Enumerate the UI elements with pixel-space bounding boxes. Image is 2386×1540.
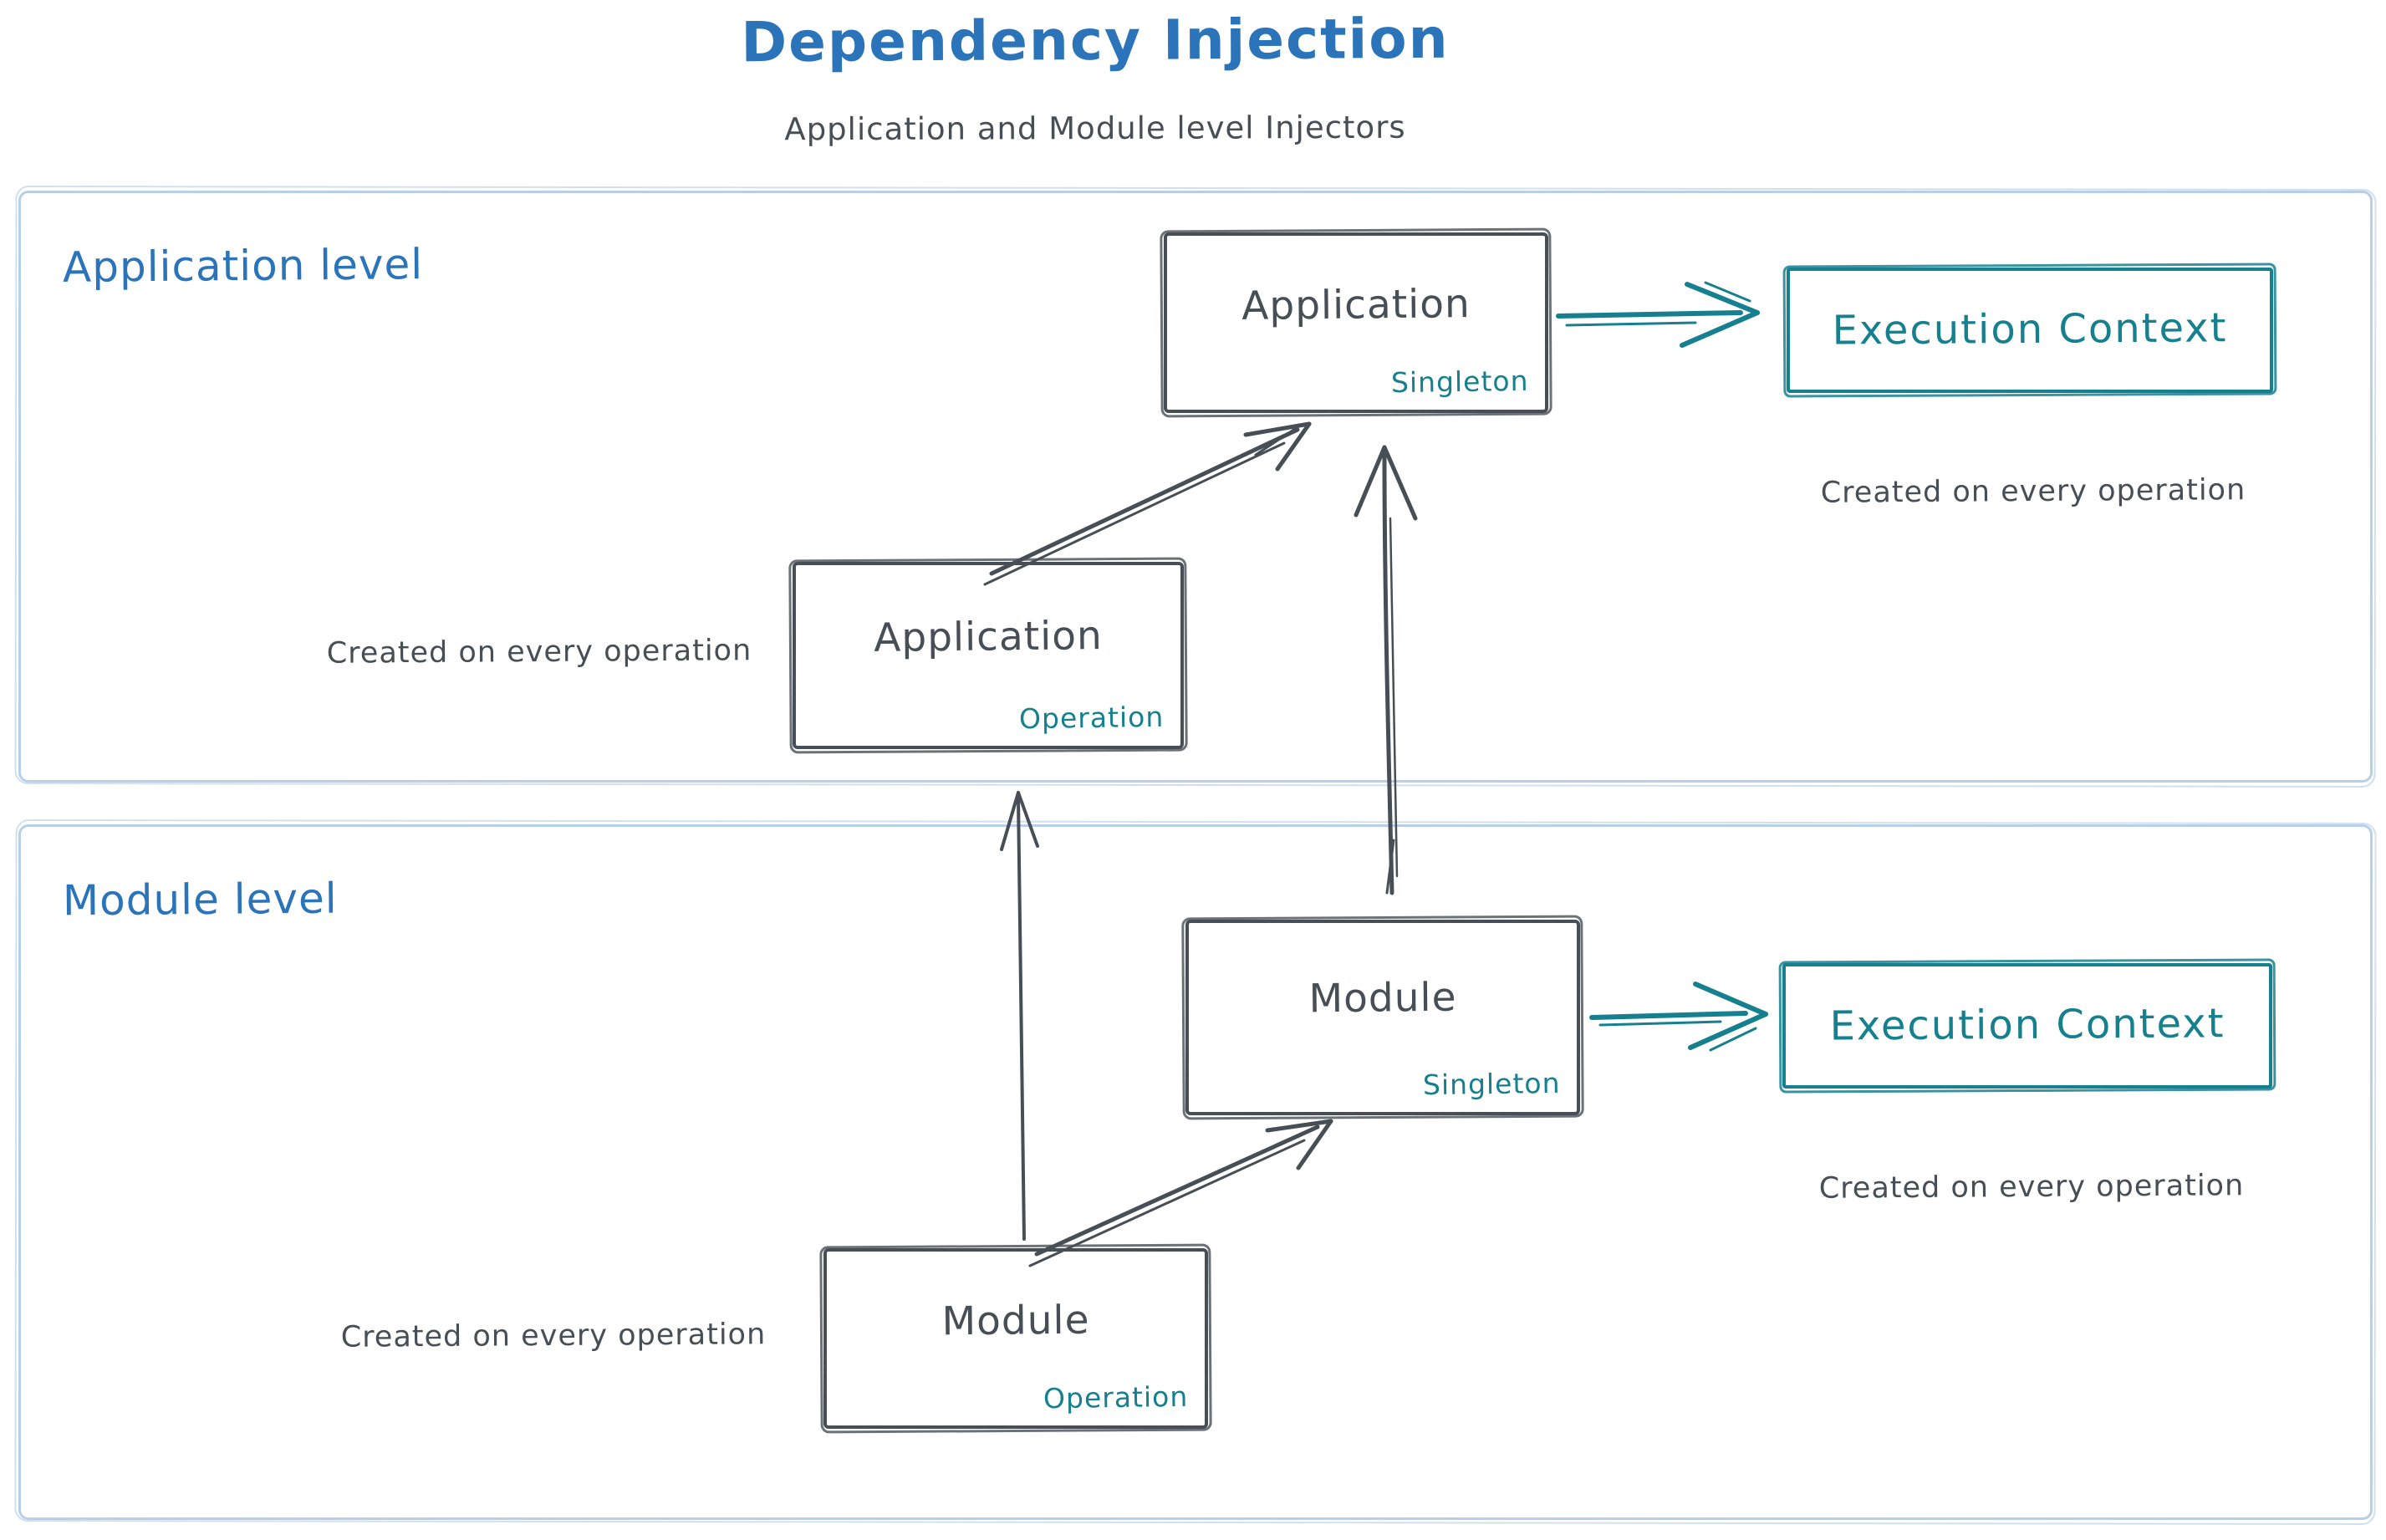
application-operation-title: Application [873,613,1104,662]
application-execution-caption: Created on every operation [1820,473,2246,510]
module-singleton-scope: Singleton [1422,1066,1561,1102]
module-level-label: Module level [62,874,338,926]
module-operation-scope: Operation [1043,1379,1189,1415]
application-operation-box: Application Operation [793,562,1184,749]
diagram-title: Dependency Injection [741,6,1450,75]
module-operation-box: Module Operation [823,1248,1208,1429]
module-singleton-title: Module [1308,974,1457,1022]
module-singleton-box: Module Singleton [1185,920,1580,1115]
application-operation-scope: Operation [1018,700,1165,736]
module-execution-caption: Created on every operation [1818,1169,2245,1206]
application-singleton-scope: Singleton [1390,364,1529,400]
application-singleton-box: Application Singleton [1164,232,1548,413]
application-level-label: Application level [62,240,424,292]
diagram-subtitle: Application and Module level Injectors [784,109,1406,148]
module-execution-context-box: Execution Context [1782,963,2272,1089]
application-operation-caption: Created on every operation [326,634,752,671]
application-level-frame: Application level [18,191,2373,783]
module-execution-context-title: Execution Context [1829,1000,2225,1050]
module-level-frame: Module level [18,824,2373,1520]
application-execution-context-box: Execution Context [1787,268,2273,393]
module-operation-caption: Created on every operation [340,1318,767,1354]
module-operation-title: Module [941,1297,1090,1345]
application-singleton-title: Application [1241,281,1471,330]
application-execution-context-title: Execution Context [1832,304,2228,354]
